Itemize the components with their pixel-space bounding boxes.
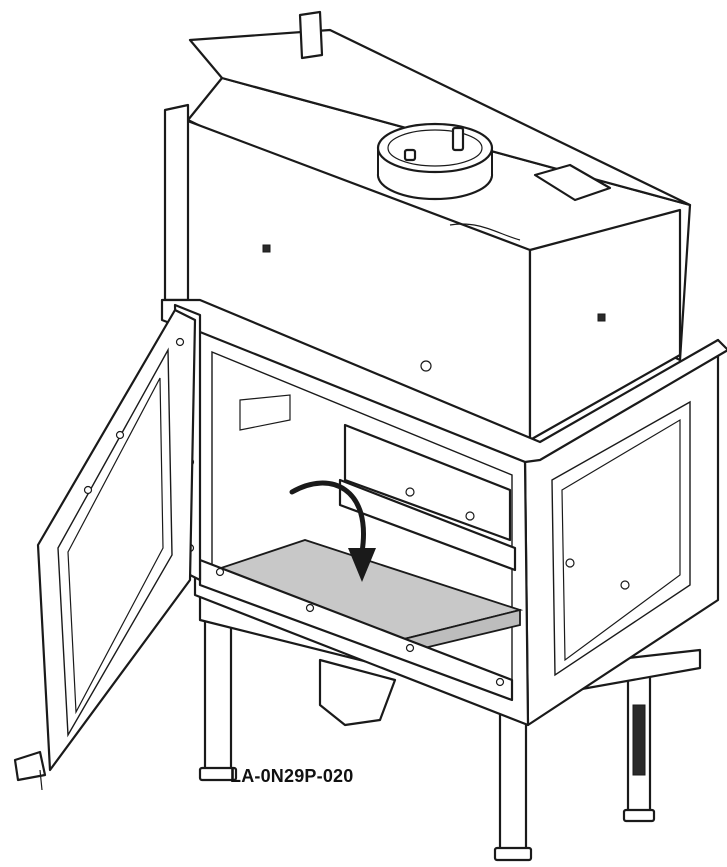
hood-inner-edge — [449, 223, 521, 241]
door-handle — [13, 750, 47, 782]
hood-hole — [420, 360, 432, 372]
door-glass-inner — [67, 377, 164, 715]
top-box — [163, 10, 692, 442]
flue-collar — [376, 122, 494, 201]
curved-arrow-icon — [289, 480, 376, 582]
grate-bar — [338, 478, 517, 572]
leg-front-left — [203, 618, 233, 772]
hood-vent-outlet — [533, 163, 612, 202]
back-wall-plate — [343, 423, 512, 542]
foot-front-right — [493, 846, 533, 862]
hood-side-face — [528, 208, 682, 442]
hood-back-wall — [188, 28, 692, 207]
foot-front-left — [198, 766, 238, 782]
foot-back-right — [622, 808, 656, 823]
baffle-bracket — [239, 394, 291, 431]
side-glass-inner — [561, 418, 681, 662]
hood-side-flange — [163, 103, 190, 302]
ash-box — [318, 658, 397, 727]
leg-vent-strip — [632, 704, 646, 776]
hood-side-screw — [597, 313, 606, 322]
part-code-label: LA-0N29P-020 — [230, 766, 354, 786]
door-glass — [57, 347, 173, 738]
open-door — [13, 308, 197, 791]
hood-mount-bracket — [298, 10, 324, 60]
side-glass — [551, 400, 691, 677]
hood-screw — [262, 244, 271, 253]
